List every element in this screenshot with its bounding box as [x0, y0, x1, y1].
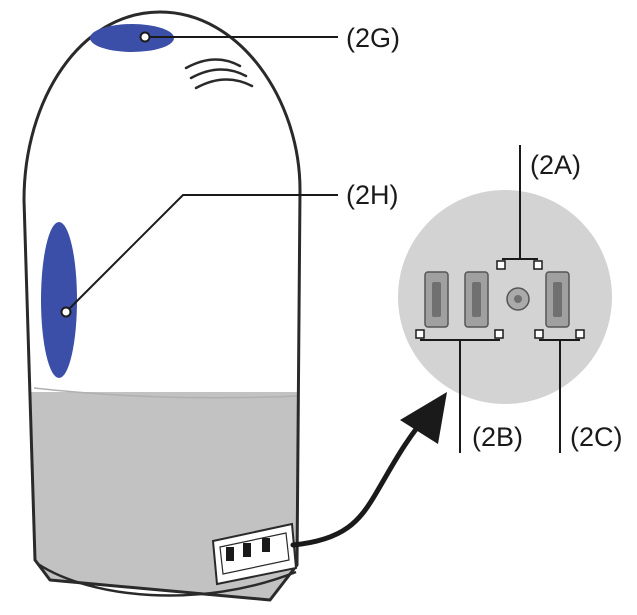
label-2c: (2C): [570, 422, 623, 452]
outlet-center-screw-hole: [514, 295, 522, 303]
bracket-marker: [575, 329, 585, 339]
label-2b: (2B): [472, 422, 523, 452]
housing-outline: [22, 10, 302, 602]
device-outlet-inner: [219, 532, 290, 575]
label-2a: (2A): [530, 150, 581, 180]
leader-dot-2g: [139, 31, 151, 43]
outlet-slot-right-inner: [553, 282, 562, 317]
label-2g: (2G): [346, 23, 400, 53]
device-outlet-slot: [226, 547, 234, 561]
leader-2h: [65, 194, 338, 313]
device-outlet: [211, 522, 298, 586]
label-2h: (2H): [346, 180, 399, 210]
housing-gray-boundary: [33, 387, 299, 399]
outlet-slot-left-1-inner: [432, 282, 441, 317]
outlet-plate-circle: [398, 190, 612, 404]
housing-bottom-edge: [37, 562, 297, 597]
bracket-marker: [415, 329, 425, 339]
zoom-arrow: [290, 392, 447, 548]
zoom-arrow-line: [290, 409, 433, 548]
leader-lines: [65, 36, 561, 453]
bracket-marker: [533, 260, 543, 270]
device-outlet-slot: [262, 538, 270, 552]
top-button[interactable]: [90, 24, 174, 52]
leader-dot-2h: [60, 306, 72, 318]
zoom-arrow-head: [400, 392, 447, 444]
device-outlet-slot: [243, 543, 251, 557]
bracket-marker: [494, 329, 504, 339]
side-indicator: [41, 222, 77, 378]
bracket-marker: [496, 260, 506, 270]
bracket-marker: [534, 329, 544, 339]
outlet-plate: [398, 190, 612, 404]
housing-lower-gray: [24, 392, 300, 600]
outlet-slot-left-2-inner: [472, 282, 481, 317]
vent-lines-icon: [184, 58, 254, 90]
